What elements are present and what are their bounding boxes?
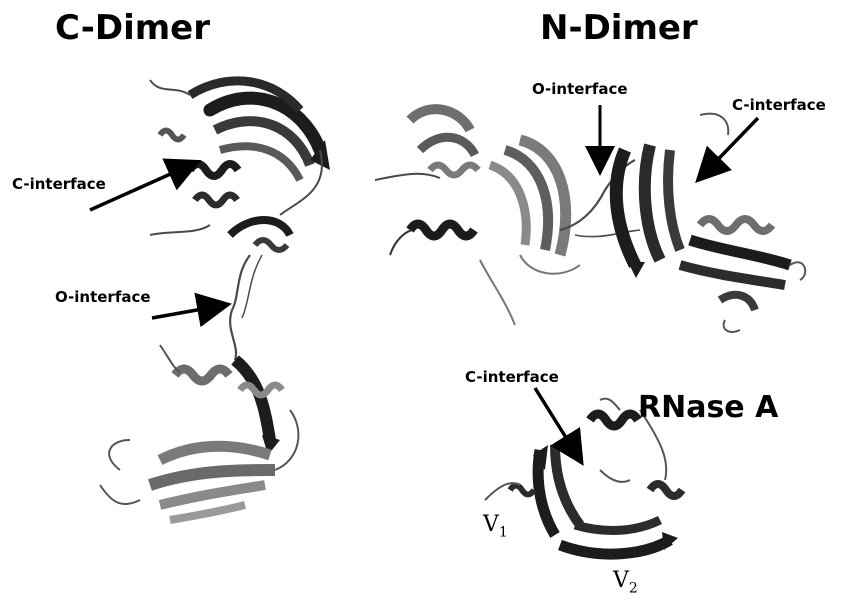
n-dimer-o-interface-label: O-interface [532, 80, 628, 98]
v2-label: V2 [613, 568, 638, 596]
n-dimer-c-interface-arrow [700, 118, 758, 178]
n-dimer-c-interface-label: C-interface [732, 96, 826, 114]
c-dimer-o-interface-arrow [152, 305, 225, 318]
rnase-c-interface-label: C-interface [465, 368, 559, 386]
n-dimer-structure [375, 109, 805, 332]
rnase-a-title: RNase A [638, 390, 778, 425]
c-dimer-o-interface-label: O-interface [55, 288, 151, 306]
c-dimer-title: C-Dimer [55, 8, 210, 48]
n-dimer-title: N-Dimer [540, 8, 698, 48]
v1-label: V1 [483, 512, 508, 540]
c-dimer-c-interface-label: C-interface [12, 175, 106, 193]
